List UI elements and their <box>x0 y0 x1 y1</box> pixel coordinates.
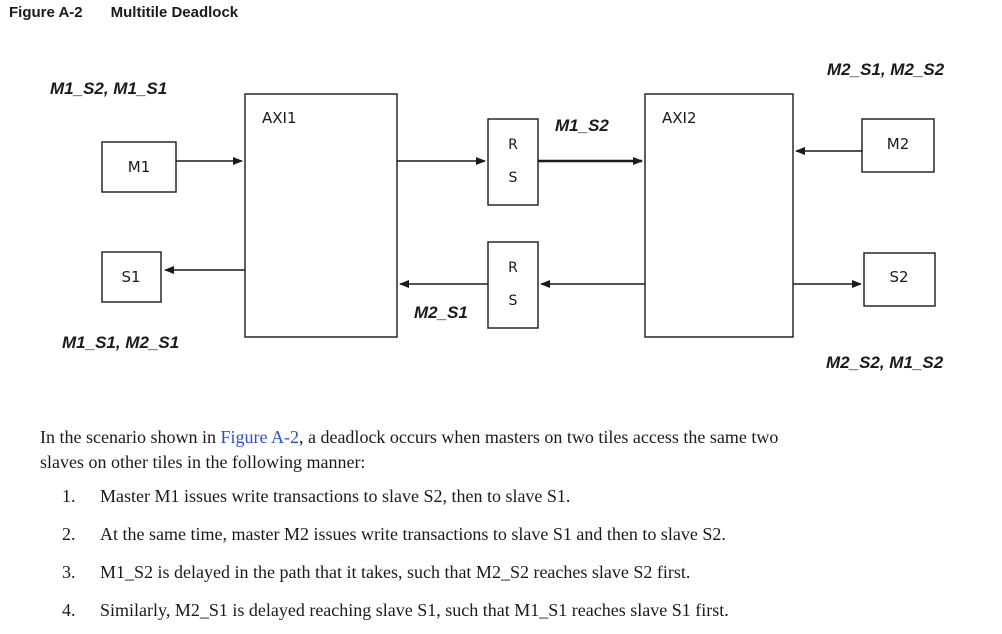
slave-s2-label: S2 <box>889 268 908 286</box>
figure-caption: Figure A-2 Multitile Deadlock <box>9 4 238 21</box>
paragraph-line1-rest: , a deadlock occurs when masters on two … <box>298 427 779 447</box>
list-item: 1. Master M1 issues write transactions to… <box>62 486 570 507</box>
figure-a2-link[interactable]: Figure A-2 <box>220 427 299 447</box>
figure-number: Figure A-2 <box>9 4 83 21</box>
step-number: 1. <box>62 486 76 506</box>
flow-label-rs-bottom: M2_S1 <box>414 303 468 322</box>
flow-label-m2-out: M2_S1, M2_S2 <box>827 60 945 79</box>
step-number: 3. <box>62 562 76 582</box>
step-text: Similarly, M2_S1 is delayed reaching sla… <box>100 600 729 620</box>
register-slice-bottom-s: S <box>509 293 518 309</box>
flow-label-rs-top: M1_S2 <box>555 116 609 135</box>
master-m2-block <box>861 118 935 173</box>
paragraph-line2: slaves on other tiles in the following m… <box>40 452 366 472</box>
step-text: M1_S2 is delayed in the path that it tak… <box>100 562 691 582</box>
flow-label-s1-in: M1_S1, M2_S1 <box>62 333 179 352</box>
axi2-label: AXI2 <box>662 109 697 127</box>
register-slice-top-r: R <box>508 137 518 153</box>
step-text: Master M1 issues write transactions to s… <box>100 486 571 506</box>
axi1-label: AXI1 <box>262 109 297 127</box>
step-text: At the same time, master M2 issues write… <box>100 524 726 544</box>
list-item: 2. At the same time, master M2 issues wri… <box>62 524 726 545</box>
register-slice-top-s: S <box>509 170 518 186</box>
flow-label-m1-out: M1_S2, M1_S1 <box>50 79 167 98</box>
list-item: 3. M1_S2 is delayed in the path that it t… <box>62 562 690 583</box>
axi2-interconnect-block <box>644 93 794 338</box>
register-slice-top <box>487 118 539 206</box>
master-m2-label: M2 <box>887 135 910 153</box>
master-m1-block <box>101 141 177 193</box>
register-slice-bottom-r: R <box>508 260 518 276</box>
paragraph-intro: In the scenario shown in <box>40 427 221 447</box>
slave-s2-block <box>863 252 936 307</box>
deadlock-diagram: M1 S1 AXI1 R S R S AXI2 M2 S2 M1_S2, M1_… <box>50 60 945 372</box>
step-number: 4. <box>62 600 76 620</box>
list-item: 4. Similarly, M2_S1 is delayed reaching s… <box>62 600 729 621</box>
figure-title: Multitile Deadlock <box>110 4 239 21</box>
step-number: 2. <box>62 524 76 544</box>
register-slice-bottom <box>487 241 539 329</box>
master-m1-label: M1 <box>128 158 151 176</box>
flow-label-s2-in: M2_S2, M1_S2 <box>826 353 944 372</box>
slave-s1-block <box>101 251 162 303</box>
slave-s1-label: S1 <box>121 268 140 286</box>
scenario-paragraph: In the scenario shown in Figure A-2, a d… <box>40 425 990 475</box>
axi1-interconnect-block <box>244 93 398 338</box>
